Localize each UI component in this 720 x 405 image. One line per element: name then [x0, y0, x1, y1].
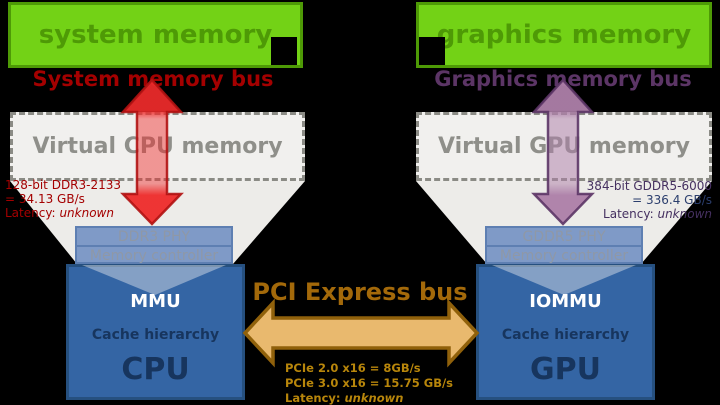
pcie-spec-line2: PCIe 3.0 x16 = 15.75 GB/s [285, 376, 454, 390]
cpu-mmu-label: MMU [130, 291, 181, 312]
cpu-memory-controller-label: Memory controller [89, 247, 219, 264]
system-memory-label: system memory [38, 20, 273, 50]
pcie-bus-arrow [242, 298, 480, 368]
gpu-phy-stack: GDDR5 PHY Memory controller [485, 226, 643, 264]
pcie-spec-latency: Latency: unknown [285, 391, 404, 405]
cpu-memory-spec-line2: = 34.13 GB/s [5, 192, 85, 206]
cpu-memory-spec-line1: 128-bit DDR3-2133 [5, 178, 122, 192]
pcie-specs: PCIe 2.0 x16 = 8GB/s PCIe 3.0 x16 = 15.7… [285, 361, 485, 405]
gpu-inner-funnel-shape [492, 265, 636, 295]
system-memory-notch [271, 37, 297, 65]
graphics-memory-notch [419, 37, 445, 65]
system-memory-bus-arrow [120, 78, 184, 226]
gpu-memory-specs: 384-bit GDDR5-6000 = 336.4 GB/s Latency:… [512, 179, 712, 221]
cpu-phy-stack: DDR3 PHY Memory controller [75, 226, 233, 264]
system-memory-box: system memory [8, 2, 303, 68]
gpu-name-label: GPU [530, 352, 601, 387]
cpu-memory-spec-latency: Latency: unknown [5, 206, 114, 220]
gpu-memory-spec-line2: = 336.4 GB/s [632, 193, 712, 207]
gpu-memory-controller-label: Memory controller [499, 247, 629, 264]
gpu-cache-label: Cache hierarchy [501, 327, 630, 343]
cpu-inner-funnel-shape [82, 265, 226, 295]
graphics-memory-box: graphics memory [416, 2, 712, 68]
cpu-cache-label: Cache hierarchy [91, 327, 220, 343]
gpu-memory-spec-latency: Latency: unknown [603, 207, 712, 221]
ddr3-phy-label: DDR3 PHY [77, 228, 231, 247]
gpu-iommu-label: IOMMU [529, 291, 602, 312]
gddr5-phy-label: GDDR5 PHY [487, 228, 641, 247]
pcie-bus-title: PCI Express bus [252, 278, 468, 306]
cpu-memory-specs: 128-bit DDR3-2133 = 34.13 GB/s Latency: … [5, 178, 175, 220]
gpu-memory-spec-line1: 384-bit GDDR5-6000 [586, 179, 712, 193]
graphics-memory-label: graphics memory [436, 20, 692, 50]
gpu-box [476, 264, 655, 400]
pcie-spec-line1: PCIe 2.0 x16 = 8GB/s [285, 361, 421, 375]
cpu-box [66, 264, 245, 400]
cpu-name-label: CPU [121, 352, 190, 387]
graphics-memory-bus-arrow [531, 78, 595, 226]
